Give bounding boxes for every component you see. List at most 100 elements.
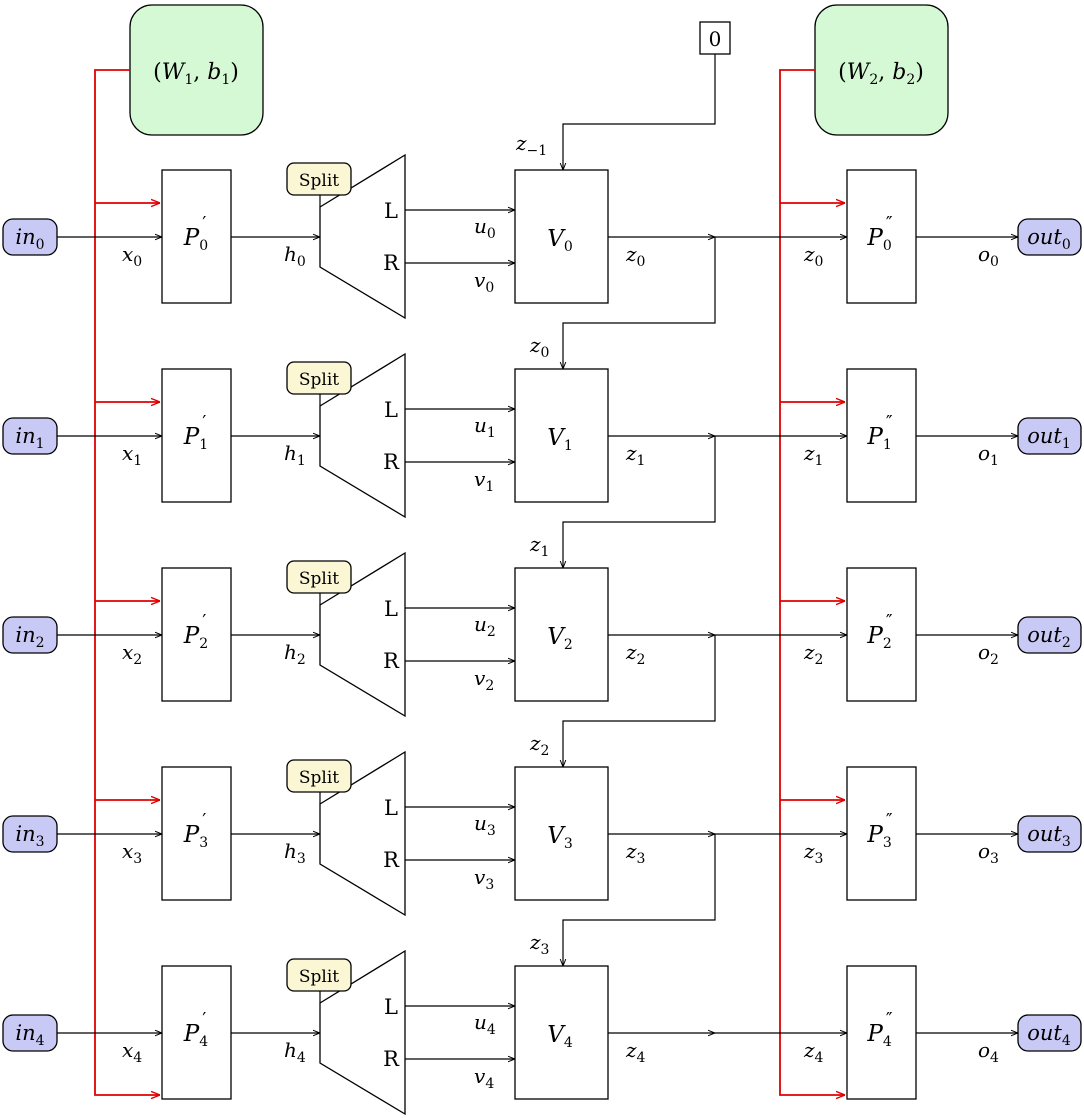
input-label: in3	[15, 822, 44, 850]
p-prime-label: P2′	[183, 611, 208, 652]
z-label: z1	[625, 441, 645, 469]
o-label: o4	[978, 1038, 999, 1066]
cell-label: V0	[547, 226, 573, 255]
x-label: x3	[122, 839, 142, 867]
h-label: h3	[284, 839, 306, 867]
p-prime-label: P1′	[183, 412, 208, 453]
splitter	[319, 949, 406, 1116]
initial-state-label: z−1	[515, 131, 547, 159]
input-label: in0	[15, 225, 44, 253]
cell-label: V4	[547, 1022, 573, 1051]
z-label: z4	[625, 1038, 646, 1066]
recurrent-wire	[563, 834, 716, 966]
param-bus-first	[94, 69, 160, 1095]
cell-label: V3	[547, 823, 573, 852]
p-double-prime-block	[846, 567, 917, 702]
splitter	[319, 153, 406, 320]
cell-block	[514, 766, 609, 901]
recurrent-wire	[563, 436, 716, 568]
output-label: out0	[1027, 225, 1071, 253]
p-prime-block	[161, 368, 232, 503]
parameter-buses	[94, 69, 845, 1095]
split-label: Split	[299, 370, 339, 390]
z-label-output: z3	[803, 839, 823, 867]
params-w2-b2: (W2, b2)	[814, 4, 949, 136]
o-label: o0	[978, 242, 999, 270]
svg-text:0: 0	[709, 27, 722, 51]
z-label-output: z2	[803, 640, 823, 668]
cell-block	[514, 169, 609, 304]
recurrent-z-label: z0	[529, 333, 549, 361]
input-label: in1	[15, 424, 44, 452]
o-label: o3	[978, 839, 999, 867]
x-label: x2	[122, 640, 142, 668]
split-tag	[286, 759, 352, 793]
splitter	[319, 352, 406, 519]
params-w1-b1: (W1, b1)	[129, 4, 264, 136]
recurrent-z-label: z2	[529, 731, 549, 759]
h-label: h1	[284, 441, 306, 469]
o-label: o1	[978, 441, 999, 469]
output-label: out1	[1027, 424, 1071, 452]
output-node	[1017, 1014, 1082, 1052]
p-prime-label: P0′	[183, 213, 208, 254]
p-double-prime-label: P3″	[866, 810, 892, 851]
p-prime-block	[161, 965, 232, 1100]
u-label: u4	[474, 1010, 496, 1038]
p-prime-label: P3′	[183, 810, 208, 851]
output-node	[1017, 218, 1082, 256]
z-label-output: z1	[803, 441, 823, 469]
v-label: v2	[474, 666, 494, 694]
output-node	[1017, 417, 1082, 455]
cell-block	[514, 965, 609, 1100]
h-label: h0	[284, 242, 306, 270]
left-branch-label: L	[384, 398, 398, 422]
recurrent-wire	[563, 635, 716, 767]
left-branch-label: L	[384, 796, 398, 820]
left-branch-label: L	[384, 995, 398, 1019]
cell-label: V2	[547, 624, 573, 653]
svg-text:(W2, b2): (W2, b2)	[838, 60, 924, 88]
x-label: x4	[122, 1038, 142, 1066]
right-branch-label: R	[383, 1047, 400, 1071]
output-label: out4	[1027, 1021, 1071, 1049]
p-prime-block	[161, 567, 232, 702]
p-double-prime-label: P1″	[866, 412, 892, 453]
x-label: x0	[122, 242, 142, 270]
split-tag	[286, 361, 352, 395]
recurrent-z-label: z3	[529, 930, 549, 958]
u-label: u0	[474, 214, 496, 242]
split-label: Split	[299, 569, 339, 589]
split-label: Split	[299, 768, 339, 788]
split-label: Split	[299, 967, 339, 987]
recurrent-z-label: z1	[529, 532, 549, 560]
h-label: h4	[284, 1038, 306, 1066]
input-label: in2	[15, 623, 44, 651]
o-label: o2	[978, 640, 999, 668]
v-label: v0	[474, 268, 494, 296]
output-node	[1017, 616, 1082, 654]
u-label: u2	[474, 612, 496, 640]
cell-label: V1	[547, 425, 573, 454]
output-label: out3	[1027, 822, 1071, 850]
split-label: Split	[299, 171, 339, 191]
splitter	[319, 750, 406, 917]
z-label-output: z4	[803, 1038, 824, 1066]
recurrent-wire	[563, 237, 716, 369]
u-label: u3	[474, 811, 496, 839]
input-label: in4	[15, 1021, 44, 1049]
v-label: v1	[474, 467, 494, 495]
p-double-prime-block	[846, 368, 917, 503]
splitter	[319, 551, 406, 718]
right-branch-label: R	[383, 450, 400, 474]
cell-block	[514, 567, 609, 702]
p-double-prime-block	[846, 965, 917, 1100]
h-label: h2	[284, 640, 306, 668]
z-label-output: z0	[803, 242, 823, 270]
u-label: u1	[474, 413, 496, 441]
cell-block	[514, 368, 609, 503]
